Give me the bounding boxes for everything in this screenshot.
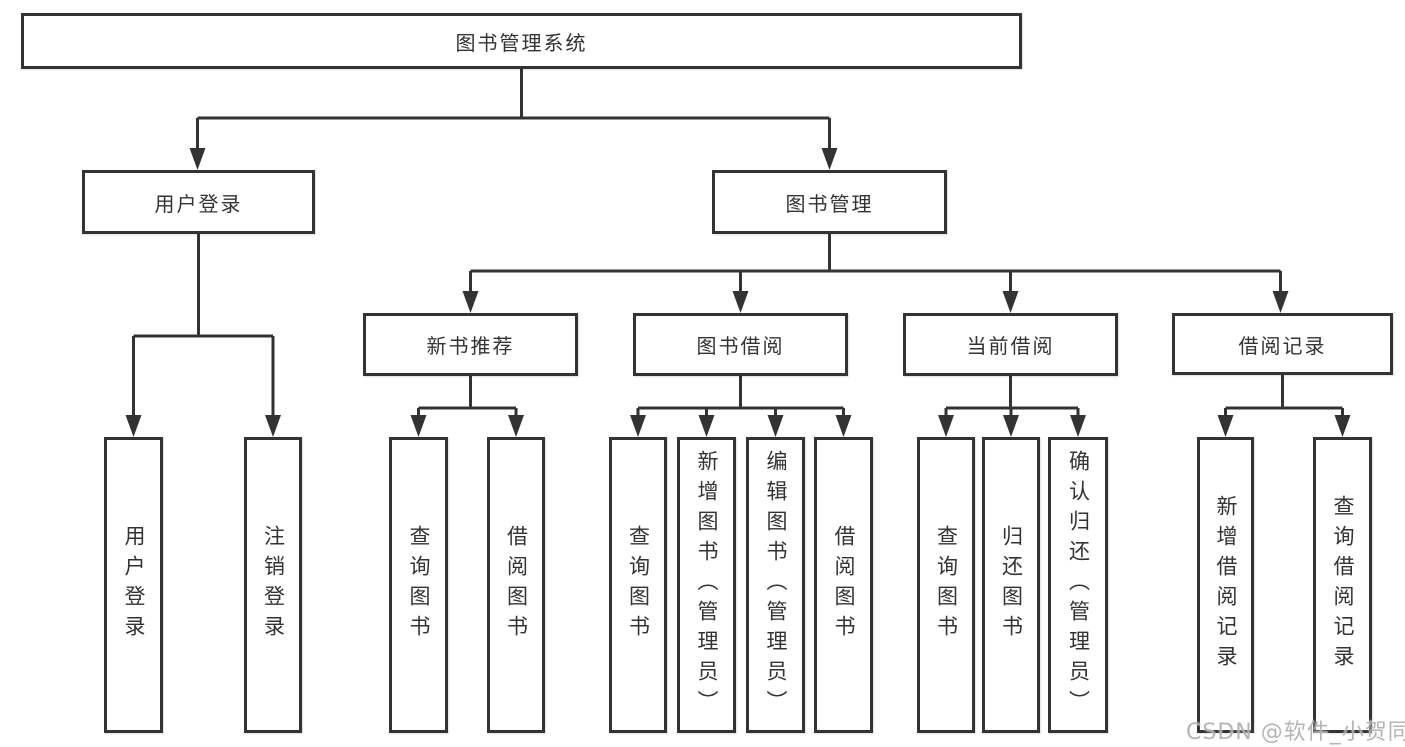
leaf-label: 确认归还（管理员） [1066,450,1091,720]
leaf-label: 查询图书 [934,525,959,645]
leaf-query-borrow-record: 查询借阅记录 [1313,437,1372,733]
leaf-label: 借阅图书 [504,525,529,645]
arrowhead-icon [1002,291,1019,313]
leaf-borrow-books: 借阅图书 [814,437,873,733]
leaf-label: 注销登录 [261,525,286,645]
connector-book-management-branch [469,233,1282,293]
node-borrow-records: 借阅记录 [1172,313,1393,375]
node-book-management: 图书管理 [712,170,947,234]
leaf-label: 用户登录 [122,525,146,645]
arrowhead-icon [410,415,427,437]
leaf-label: 查询图书 [626,525,651,645]
node-current-borrow: 当前借阅 [903,313,1118,376]
leaf-label: 编辑图书（管理员） [764,450,788,720]
arrowhead-icon [698,415,715,437]
leaf-confirm-return-admin: 确认归还（管理员） [1048,437,1108,733]
arrowhead-icon [189,148,206,170]
arrowhead-icon [821,148,838,170]
arrowhead-icon [1272,291,1289,313]
arrowhead-icon [732,291,749,313]
connector-borrow-records-branch [1224,374,1344,417]
connector-current-borrow-branch [944,375,1080,417]
arrowhead-icon [125,415,142,437]
arrowhead-icon [938,415,954,437]
arrowhead-icon [1003,415,1019,437]
node-book-borrow: 图书借阅 [633,313,848,376]
arrowhead-icon [1217,415,1234,437]
node-new-book-recommend: 新书推荐 [363,313,578,376]
leaf-return-book: 归还图书 [982,437,1040,733]
leaf-edit-book-admin: 编辑图书（管理员） [746,437,805,733]
leaf-add-book-admin: 新增图书（管理员） [677,437,736,733]
leaf-query-books-recommend: 查询图书 [389,437,448,733]
arrowhead-icon [1070,415,1086,437]
leaf-label: 查询图书 [407,525,431,645]
arrowhead-icon [462,291,479,313]
leaf-label: 新增借阅记录 [1214,495,1238,675]
arrowhead-icon [767,415,784,437]
arrowhead-icon [1334,415,1351,437]
arrowhead-icon [835,415,852,437]
leaf-query-books-current: 查询图书 [917,437,975,733]
leaf-label: 归还图书 [999,525,1024,645]
leaf-borrow-books-recommend: 借阅图书 [487,437,545,733]
arrowhead-icon [630,415,646,437]
connector-book-borrow-branch [636,375,845,417]
arrowhead-icon [508,415,524,437]
csdn-watermark: CSDN @软件_小贺同学 [1186,720,1405,745]
leaf-user-login: 用户登录 [104,437,163,733]
node-user-login: 用户登录 [82,170,315,234]
leaf-label: 借阅图书 [832,525,856,645]
node-root: 图书管理系统 [21,13,1022,69]
connector-new-book-branch [417,375,518,417]
connector-root-to-level2 [196,69,831,150]
leaf-logout: 注销登录 [244,437,302,733]
leaf-query-books-borrow: 查询图书 [609,437,667,733]
leaf-add-borrow-record: 新增借阅记录 [1197,437,1254,733]
connector-user-login-branch [132,233,275,417]
leaf-label: 新增图书（管理员） [695,450,719,720]
arrowhead-icon [265,415,281,437]
leaf-label: 查询借阅记录 [1331,495,1355,675]
arrowheads [125,148,1351,437]
